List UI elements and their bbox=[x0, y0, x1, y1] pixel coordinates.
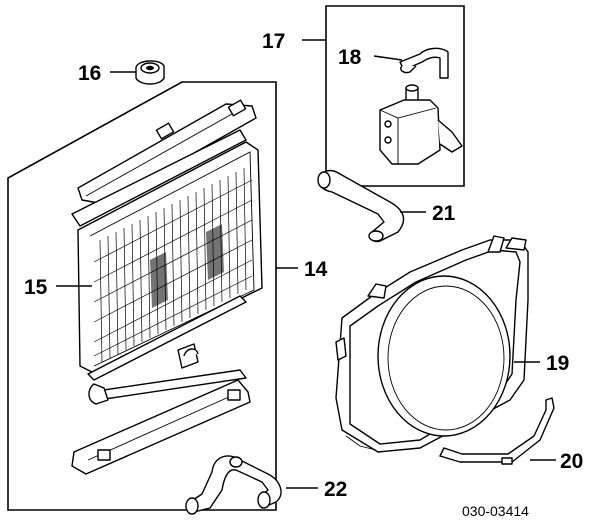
lower-radiator-parts bbox=[71, 343, 251, 475]
fan-shroud-19 bbox=[335, 235, 529, 453]
radiator-cap-16 bbox=[135, 60, 165, 85]
hose-22 bbox=[185, 455, 282, 515]
callout-22: 22 bbox=[324, 478, 347, 501]
leader-lines bbox=[56, 55, 556, 489]
hose-21 bbox=[318, 169, 405, 243]
radiator-group-bracket bbox=[7, 81, 277, 511]
callout-21: 21 bbox=[432, 202, 456, 225]
reservoir-cap-18 bbox=[399, 47, 449, 79]
callout-20: 20 bbox=[560, 450, 583, 473]
callout-15: 15 bbox=[24, 276, 48, 299]
callout-17: 17 bbox=[262, 30, 285, 53]
callout-14: 14 bbox=[304, 258, 328, 281]
diagram-code: 030-03414 bbox=[462, 503, 529, 519]
callout-18: 18 bbox=[338, 46, 362, 69]
reservoir-tank bbox=[379, 84, 463, 165]
callout-19: 19 bbox=[546, 352, 569, 375]
callout-16: 16 bbox=[78, 62, 101, 85]
radiator-assembly bbox=[71, 99, 263, 381]
reservoir-group-bracket bbox=[302, 5, 465, 187]
